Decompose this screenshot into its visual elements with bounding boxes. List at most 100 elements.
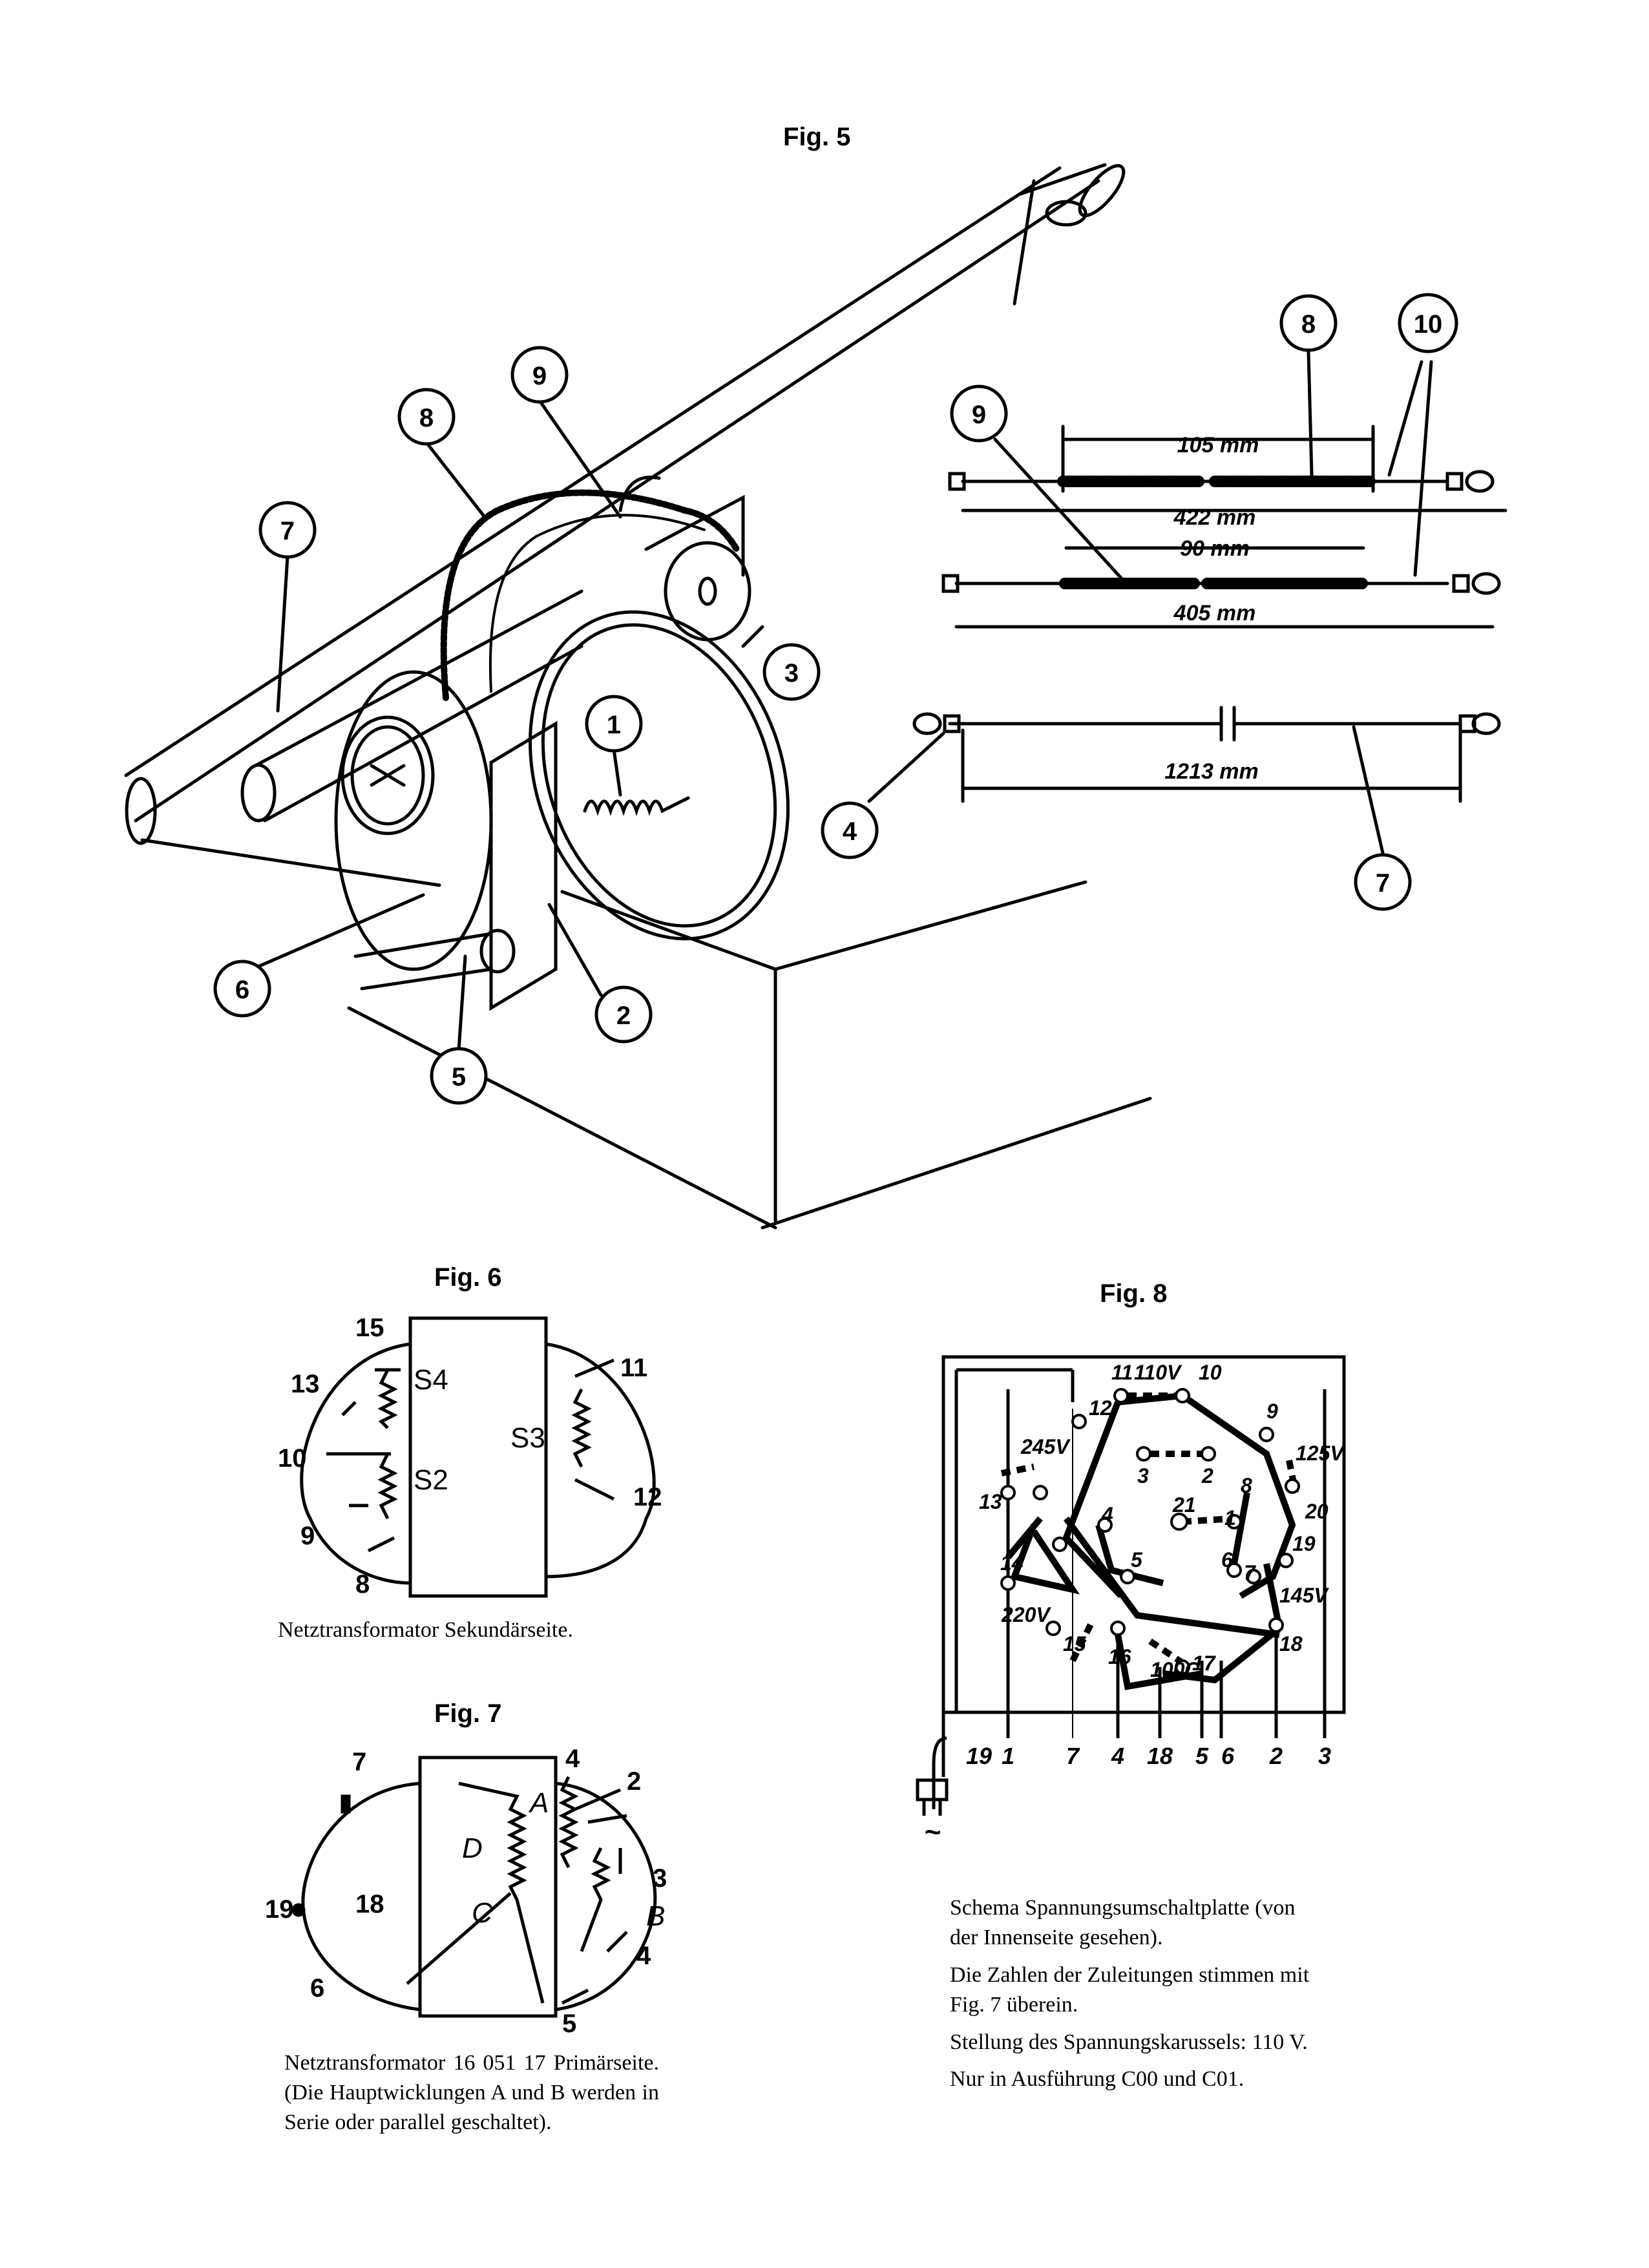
fig7-caption: Netztransformator 16 051 17 Primärseite.… xyxy=(284,2051,659,2134)
fig8-v125: 125V xyxy=(1296,1442,1345,1465)
callout-3 xyxy=(762,643,821,701)
callout-6 xyxy=(213,960,271,1018)
fig6-caption: Netztransformator Sekundärseite. xyxy=(278,1618,573,1642)
fig6-term-15: 15 xyxy=(355,1314,384,1342)
callout-6-label: 6 xyxy=(235,976,249,1004)
fig8-node-1: 1 xyxy=(1224,1506,1236,1529)
fig8-node-20: 20 xyxy=(1305,1500,1329,1523)
fig8-node-21: 21 xyxy=(1172,1493,1196,1517)
fig8-lead-2: 2 xyxy=(1269,1743,1283,1769)
fig8-lead-1: 1 xyxy=(1002,1743,1014,1769)
fig7-term-7: 7 xyxy=(352,1748,366,1776)
fig8-node-18: 18 xyxy=(1279,1632,1303,1655)
callout-7-left-label: 7 xyxy=(280,517,295,545)
fig8-caption: Schema Spannungsumschaltplatte (von der … xyxy=(950,1893,1325,2094)
fig8-lead-4: 4 xyxy=(1111,1743,1124,1769)
callout-1-label: 1 xyxy=(607,711,621,739)
fig6-term-10: 10 xyxy=(278,1444,307,1473)
fig8-node-2: 2 xyxy=(1201,1464,1213,1487)
arm-upper-edge xyxy=(124,166,1062,777)
fig6-term-11: 11 xyxy=(620,1354,647,1382)
dim-422: 422 mm xyxy=(1173,505,1256,530)
fig8-plug-symbol: ~ xyxy=(924,1816,941,1848)
fig7-title: Fig. 7 xyxy=(434,1699,502,1728)
callout-5-label: 5 xyxy=(452,1063,466,1091)
callout-8-left-label: 8 xyxy=(419,404,434,432)
fig6-drawing: 15 13 10 9 8 11 12 S4 S2 S3 xyxy=(278,1314,662,1599)
fig8-caption-line-2: Die Zahlen der Zuleitungen stimmen mit F… xyxy=(950,1962,1310,2017)
callout-7-right-label: 7 xyxy=(1376,869,1390,898)
fig6-winding-s3: S3 xyxy=(510,1422,545,1454)
fig6-term-9: 9 xyxy=(300,1522,315,1550)
fig8-node-3: 3 xyxy=(1137,1464,1149,1487)
dim-405: 405 mm xyxy=(1173,601,1256,625)
fig8-node-5: 5 xyxy=(1131,1548,1143,1571)
fig8-node-12: 12 xyxy=(1089,1396,1112,1420)
callout-9-right-label: 9 xyxy=(972,401,986,429)
fig8-node-14: 14 xyxy=(1000,1551,1024,1575)
fig7-winding-c: C xyxy=(472,1897,493,1929)
fig6-title: Fig. 6 xyxy=(434,1263,502,1292)
fig7-term-18: 18 xyxy=(355,1890,384,1918)
fig7-term-4-bottom: 4 xyxy=(636,1942,651,1970)
callout-9-right xyxy=(950,384,1008,443)
fig8-node-16: 16 xyxy=(1108,1645,1131,1668)
fig5-title: Fig. 5 xyxy=(783,123,851,151)
callout-2-label: 2 xyxy=(616,1002,631,1030)
fig8-lead-3: 3 xyxy=(1318,1743,1331,1769)
fig7-term-6: 6 xyxy=(310,1974,324,2002)
fig7-term-4-top: 4 xyxy=(565,1745,580,1773)
dim-90: 90 mm xyxy=(1180,536,1250,561)
fig8-node-4: 4 xyxy=(1101,1503,1113,1526)
fig8-lead-6: 6 xyxy=(1221,1743,1235,1769)
callout-3-label: 3 xyxy=(784,659,799,688)
fig8-title: Fig. 8 xyxy=(1100,1279,1168,1308)
fig8-node-7: 7 xyxy=(1244,1561,1257,1584)
fig6-winding-s2: S2 xyxy=(414,1464,448,1496)
callout-1 xyxy=(585,695,643,753)
fig7-term-19: 19 xyxy=(265,1895,294,1924)
fig7-winding-b: B xyxy=(646,1900,665,1932)
callout-9-left xyxy=(510,346,569,404)
callout-7-left xyxy=(258,501,317,559)
callout-5 xyxy=(430,1047,488,1105)
fig8-v220: 220V xyxy=(1001,1603,1051,1626)
callout-7-right xyxy=(1354,853,1412,911)
fig8-lead-5: 5 xyxy=(1195,1743,1209,1769)
fig8-v145: 145V xyxy=(1279,1584,1329,1607)
callout-8-right xyxy=(1279,294,1338,352)
fig8-node-9: 9 xyxy=(1266,1400,1278,1423)
callout-8-left xyxy=(397,388,456,446)
fig8-caption-line-1: Schema Spannungsumschaltplatte (von der … xyxy=(950,1896,1296,1949)
fig8-drawing: 11 110V 10 9 125V 20 19 145V 18 12 245V … xyxy=(916,1355,1346,1848)
dim-105: 105 mm xyxy=(1177,433,1259,457)
fig8-node-8: 8 xyxy=(1241,1474,1252,1497)
fig8-node-6: 6 xyxy=(1221,1548,1233,1571)
fig8-node-15: 15 xyxy=(1063,1632,1087,1655)
callout-2 xyxy=(594,985,653,1044)
fig8-v110: 110V xyxy=(1134,1361,1182,1384)
callout-10 xyxy=(1398,293,1458,353)
fig8-v245: 245V xyxy=(1020,1435,1071,1458)
arm-lower-edge xyxy=(134,179,1100,823)
callout-8-right-label: 8 xyxy=(1301,310,1316,339)
fig8-v100: 100C xyxy=(1150,1658,1200,1681)
fig7-winding-d: D xyxy=(462,1832,483,1864)
fig8-node-13: 13 xyxy=(979,1490,1002,1513)
fig6-term-8: 8 xyxy=(355,1570,370,1599)
fig7-drawing: 7 4 2 3 19 18 6 5 4 A B C D xyxy=(265,1745,667,2035)
fig6-term-13: 13 xyxy=(291,1370,320,1398)
fig7-term-5: 5 xyxy=(562,2010,576,2035)
fig8-caption-line-4: Nur in Ausführung C00 und C01. xyxy=(950,2067,1245,2092)
callout-9-left-label: 9 xyxy=(532,362,547,390)
callout-10-label: 10 xyxy=(1414,310,1443,339)
fig8-node-19: 19 xyxy=(1292,1532,1316,1555)
fig7-winding-a: A xyxy=(528,1787,549,1819)
fig8-lead-18: 18 xyxy=(1147,1743,1173,1769)
fig8-caption-line-3: Stellung des Spannungskarussels: 110 V. xyxy=(950,2030,1308,2054)
fig7-term-3: 3 xyxy=(653,1864,667,1893)
fig7-term-2: 2 xyxy=(627,1767,641,1796)
fig8-lead-7: 7 xyxy=(1066,1743,1080,1769)
fig8-node-11: 11 xyxy=(1111,1361,1133,1384)
fig8-node-10: 10 xyxy=(1199,1361,1222,1384)
